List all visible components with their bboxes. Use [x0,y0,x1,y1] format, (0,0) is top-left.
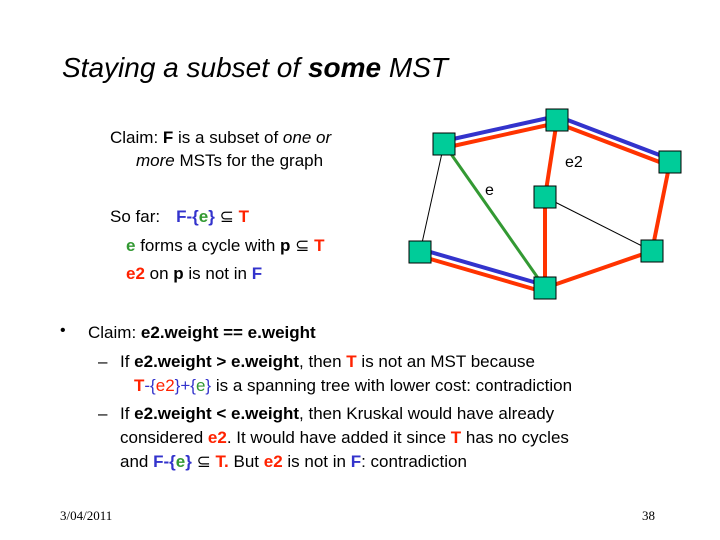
page-number: 38 [642,508,655,523]
claim-F: F [162,128,174,147]
title-bold: some [307,52,382,83]
sofar-e: e [198,207,209,226]
cycle-line: e forms a cycle with p ⊆ T [126,235,325,257]
sub2-l3-subset: ⊆ [196,452,211,471]
bullet-text: e2.weight == e.weight [140,323,316,342]
sub2-l3-close: } [185,452,197,471]
sub2-l2b: . It would have added it since [226,428,451,447]
sub2-l2c: has no cycles [461,428,569,447]
notin-on: on [144,264,174,283]
cycle-e: e [126,236,136,255]
sub2-l3-e: e [175,452,186,471]
sub2-l3c: is not in [282,452,351,471]
sofar-line: So far: F-{e} ⊆ T [110,206,249,228]
bullet-claim: Claim: e2.weight == e.weight [88,322,316,344]
footer-date: 3/04/2011 [60,508,113,523]
cycle-text: forms a cycle with [135,236,281,255]
graph-node [658,150,682,174]
graph-node [533,276,557,300]
sub1-cond: e2.weight > e.weight [134,352,300,371]
sub1-l2-e2: e2 [155,376,175,395]
edge-red-bottom [544,249,653,290]
sofar-dash: - [186,207,193,226]
sub1-l2-T: T [134,376,145,395]
label-e: e [485,182,494,199]
sub2-l2-e2: e2 [207,428,227,447]
claim-suffix: MSTs for the graph [174,151,324,170]
slide-title: Staying a subset of some MST [62,52,448,84]
edge-thin-2 [544,196,653,252]
bullet-prefix: Claim: [88,323,141,342]
sofar-rbrace: } [208,207,215,226]
sub1-l2-rest: is a spanning tree with lower cost: cont… [211,376,573,395]
sub1-then: , then [299,352,347,371]
edge-top-right [556,114,671,168]
sofar-F: F [176,207,187,226]
sub2-l3a: and [120,452,154,471]
sub1-dash: – [98,352,108,371]
sofar-subset: ⊆ [219,207,234,226]
title-part1: Staying a subset of [62,52,308,83]
sub2-l2-T: T [450,428,462,447]
sofar-lbrace: { [192,207,199,226]
label-e2: e2 [565,154,583,171]
sub2-l3-T: T. [210,452,229,471]
notin-p: p [173,264,184,283]
sub2-then: , then Kruskal would have already [299,404,555,423]
claim-line2: more MSTs for the graph [136,150,323,172]
sub1-l2-close: } [205,376,212,395]
cycle-T: T [314,236,325,255]
sub1-l2-p: }+{ [174,376,196,395]
sub1-l2-m: -{ [144,376,156,395]
graph-node [533,185,557,209]
claim-italic2: more [136,151,175,170]
edge-e2 [543,119,559,198]
cycle-p: p [280,236,291,255]
claim-mid: is a subset of [173,128,283,147]
sub2-line1: If e2.weight < e.weight, then Kruskal wo… [120,403,554,425]
sofar-label: So far: [110,207,161,226]
sub2-l3-F: F [153,452,164,471]
sub2-if: If [120,404,135,423]
sub2-l2a: considered [120,428,208,447]
notin-F: F [251,264,263,283]
sub2-l3-e2: e2 [263,452,283,471]
claim-line1: Claim: F is a subset of one or [110,127,331,149]
sub2-line2: considered e2. It would have added it si… [120,427,569,449]
graph-node [408,240,432,264]
sub2-l3d: : contradiction [361,452,467,471]
sub2-l3-m: -{ [163,452,176,471]
graph-node [432,132,456,156]
sub1-l2-e: e [195,376,206,395]
graph-node [640,239,664,263]
claim-italic1: one or [282,128,332,147]
sub2-line3: and F-{e} ⊆ T. But e2 is not in F: contr… [120,451,467,473]
sub2-l3-F2: F [350,452,362,471]
sofar-T: T [238,207,249,226]
bullet-marker: • [60,322,66,339]
graph-node [545,108,569,132]
edge-thin-1 [419,143,445,253]
sub1-line1: If e2.weight > e.weight, then T is not a… [120,351,535,373]
edge-top-left [443,114,558,150]
sub2-cond: e2.weight < e.weight [134,404,300,423]
notin-line: e2 on p is not in F [126,263,262,285]
edge-bottom-left [419,247,545,294]
edge-e [442,143,547,289]
edge-red-right [650,161,672,252]
cycle-subset: ⊆ [295,236,310,255]
sub1-rest: is not an MST because [356,352,535,371]
claim-prefix: Claim: [110,128,163,147]
sub1-if: If [120,352,135,371]
sub2-dash: – [98,404,108,423]
sub1-T: T [346,352,357,371]
sub2-l3b: But [228,452,264,471]
sub1-line2: T-{e2}+{e} is a spanning tree with lower… [134,375,572,397]
notin-text: is not in [183,264,252,283]
notin-e2: e2 [126,264,145,283]
title-part2: MST [381,52,448,83]
